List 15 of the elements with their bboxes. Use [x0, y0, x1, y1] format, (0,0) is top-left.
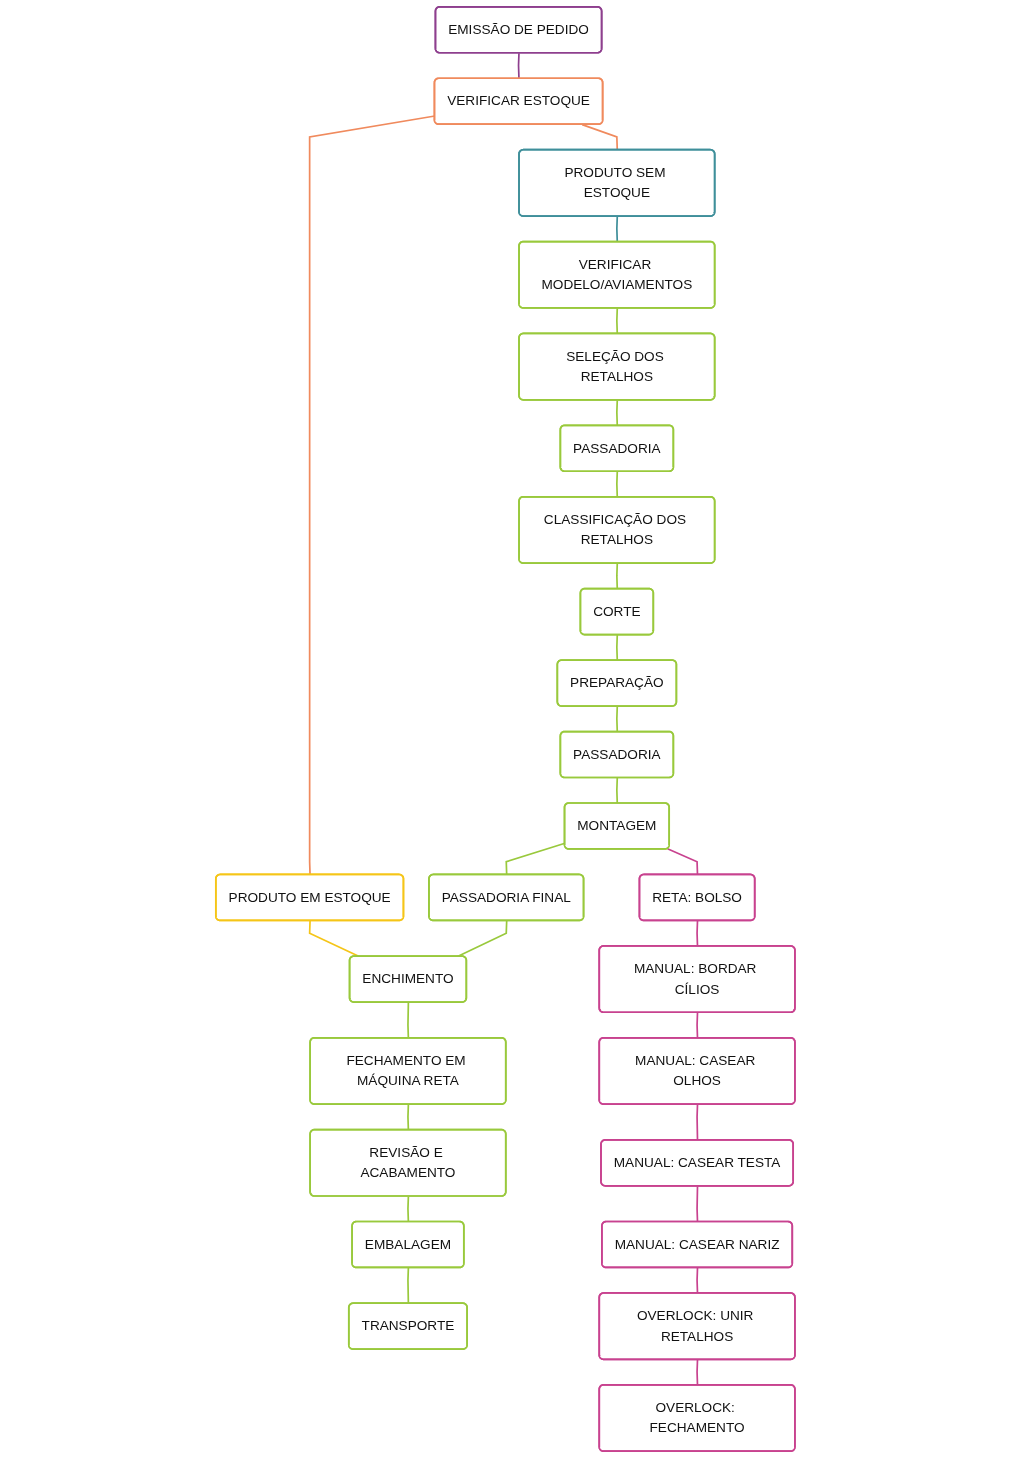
connector	[615, 634, 618, 662]
connector	[580, 123, 618, 151]
connector	[406, 1195, 409, 1223]
connector	[517, 52, 520, 80]
connector	[406, 1103, 409, 1131]
connector	[615, 562, 618, 590]
connector	[615, 777, 618, 805]
connector	[615, 399, 618, 427]
connector	[406, 1267, 409, 1305]
connector	[615, 215, 618, 243]
connector	[695, 1185, 698, 1223]
connector	[666, 847, 698, 876]
connector	[308, 919, 360, 958]
connector	[615, 307, 618, 335]
connector	[615, 705, 618, 733]
